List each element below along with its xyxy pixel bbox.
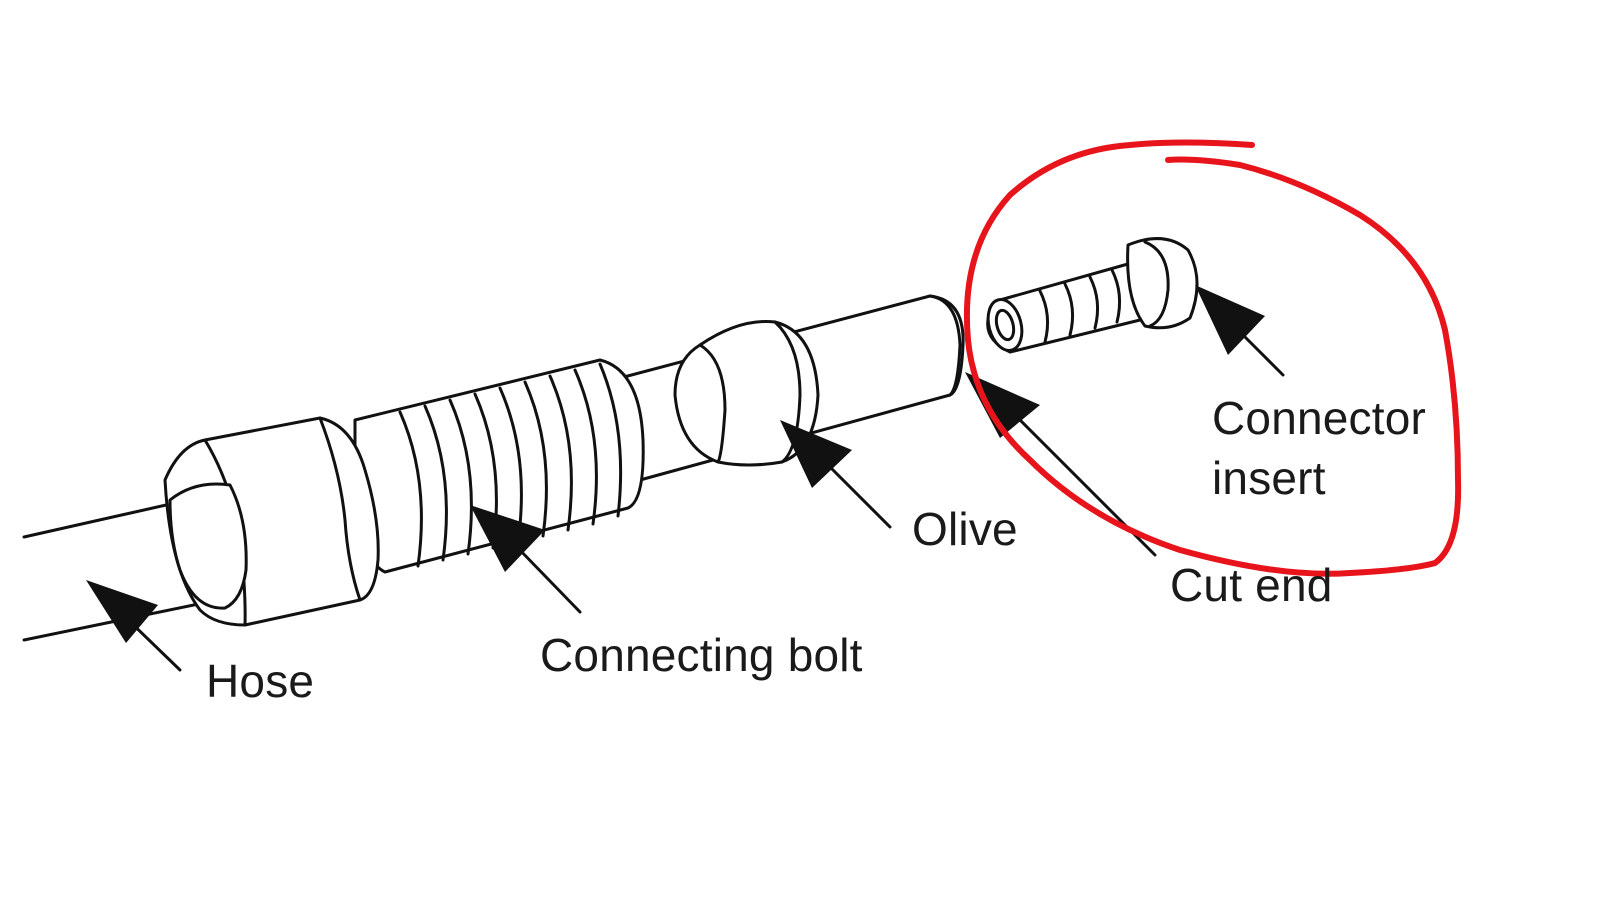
hose-label: Hose	[206, 655, 315, 707]
olive-label: Olive	[912, 503, 1018, 555]
olive	[673, 320, 820, 467]
connector-insert-label-line2: insert	[1212, 452, 1326, 504]
connector-insert-label: Connector insert	[1212, 388, 1426, 508]
hex-nut	[163, 416, 380, 627]
olive-arrow	[780, 420, 892, 529]
connector-insert	[986, 237, 1199, 354]
hose-arrow	[86, 580, 182, 672]
cut-end-label: Cut end	[1170, 559, 1333, 611]
highlight-circle	[963, 139, 1462, 577]
connecting-bolt-label: Connecting bolt	[540, 629, 863, 681]
connector-insert-arrow	[1195, 285, 1285, 377]
connecting-bolt-arrow	[470, 505, 582, 614]
connector-insert-label-line1: Connector	[1212, 392, 1427, 444]
